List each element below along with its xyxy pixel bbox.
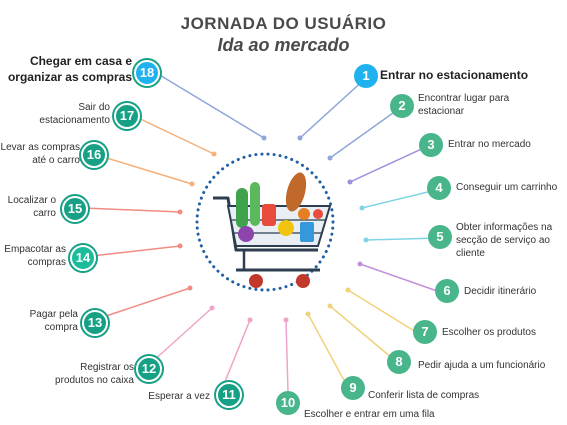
step-5-badge: 5: [428, 225, 452, 249]
step-13-badge: 13: [82, 310, 108, 336]
connector-lines: [83, 73, 441, 393]
connector-line-17: [133, 115, 215, 155]
step-5-label: Obter informações na secção de serviço a…: [456, 222, 553, 259]
step-8-badge: 8: [387, 350, 411, 374]
connector-line-1: [299, 77, 367, 139]
step-7-badge: 7: [413, 320, 437, 344]
connector-dot-14: [177, 243, 183, 249]
step-12-label: Registrar os produtos no caixa: [55, 362, 134, 386]
step-6-label: Decidir itinerário: [464, 286, 537, 297]
step-4-badge: 4: [427, 176, 451, 200]
connector-dot-4: [359, 205, 365, 211]
connector-dot-9: [305, 311, 311, 317]
connector-line-15: [83, 207, 181, 213]
step-16-label: Levar as compras até o carro: [0, 142, 80, 166]
connector-dot-12: [209, 305, 215, 311]
step-11-badge: 11: [216, 382, 242, 408]
connector-line-8: [329, 305, 393, 359]
connector-dot-1: [297, 135, 303, 141]
connector-line-12: [151, 307, 213, 363]
step-3-badge: 3: [419, 133, 443, 157]
step-11-label: Esperar a vez: [148, 391, 210, 402]
connector-dot-11: [247, 317, 253, 323]
step-15-badge: 15: [62, 196, 88, 222]
diagram-title: JORNADA DO USUÁRIO: [180, 14, 387, 33]
connector-dot-10: [283, 317, 289, 323]
step-18-label: Chegar em casa e organizar as compras: [7, 54, 132, 84]
connector-line-18: [157, 73, 265, 139]
connector-dot-13: [187, 285, 193, 291]
step-7-label: Escolher os produtos: [442, 327, 536, 338]
step-15-label: Localizar o carro: [7, 195, 56, 219]
step-8-label: Pedir ajuda a um funcionário: [418, 360, 546, 371]
connector-dot-16: [189, 181, 195, 187]
connector-dot-8: [327, 303, 333, 309]
connector-dot-18: [261, 135, 267, 141]
step-14-badge: 14: [70, 245, 96, 271]
connector-line-9: [307, 313, 347, 385]
connector-dot-3: [347, 179, 353, 185]
step-10-badge: 10: [276, 391, 300, 415]
shopping-cart-icon: [213, 172, 332, 288]
step-17-badge: 17: [114, 103, 140, 129]
step-18-badge: 18: [134, 60, 160, 86]
step-2-badge: 2: [390, 94, 414, 118]
connector-line-13: [99, 287, 191, 319]
step-14-label: Empacotar as compras: [4, 244, 66, 268]
step-13-label: Pagar pela compra: [29, 309, 78, 333]
step-4-label: Conseguir um carrinho: [456, 182, 558, 193]
step-16-badge: 16: [81, 142, 107, 168]
connector-line-11: [223, 319, 251, 385]
step-10-label: Escolher e entrar em uma fila: [304, 409, 435, 420]
connector-line-2: [329, 107, 401, 159]
connector-line-7: [347, 289, 417, 333]
connector-dot-5: [363, 237, 369, 243]
connector-line-16: [99, 155, 193, 185]
connector-dot-2: [327, 155, 333, 161]
step-6-badge: 6: [435, 279, 459, 303]
step-2-label: Encontrar lugar para estacionar: [418, 93, 510, 117]
connector-dot-17: [211, 151, 217, 157]
connector-line-10: [285, 319, 289, 393]
diagram-subtitle: Ida ao mercado: [217, 35, 350, 55]
connector-dot-6: [357, 261, 363, 267]
step-9-label: Conferir lista de compras: [368, 390, 480, 401]
step-12-badge: 12: [136, 356, 162, 382]
connector-line-4: [361, 189, 437, 209]
step-1-badge: 1: [354, 64, 378, 88]
connector-line-3: [349, 145, 429, 183]
connector-dot-7: [345, 287, 351, 293]
connector-line-6: [359, 263, 441, 293]
step-3-label: Entrar no mercado: [448, 139, 531, 150]
connector-dot-15: [177, 209, 183, 215]
step-17-label: Sair do estacionamento: [39, 102, 110, 126]
step-9-badge: 9: [341, 376, 365, 400]
connector-line-5: [365, 237, 439, 241]
dotted-ring: [195, 152, 335, 292]
connector-line-14: [91, 245, 181, 257]
step-1-label: Entrar no estacionamento: [380, 68, 529, 82]
